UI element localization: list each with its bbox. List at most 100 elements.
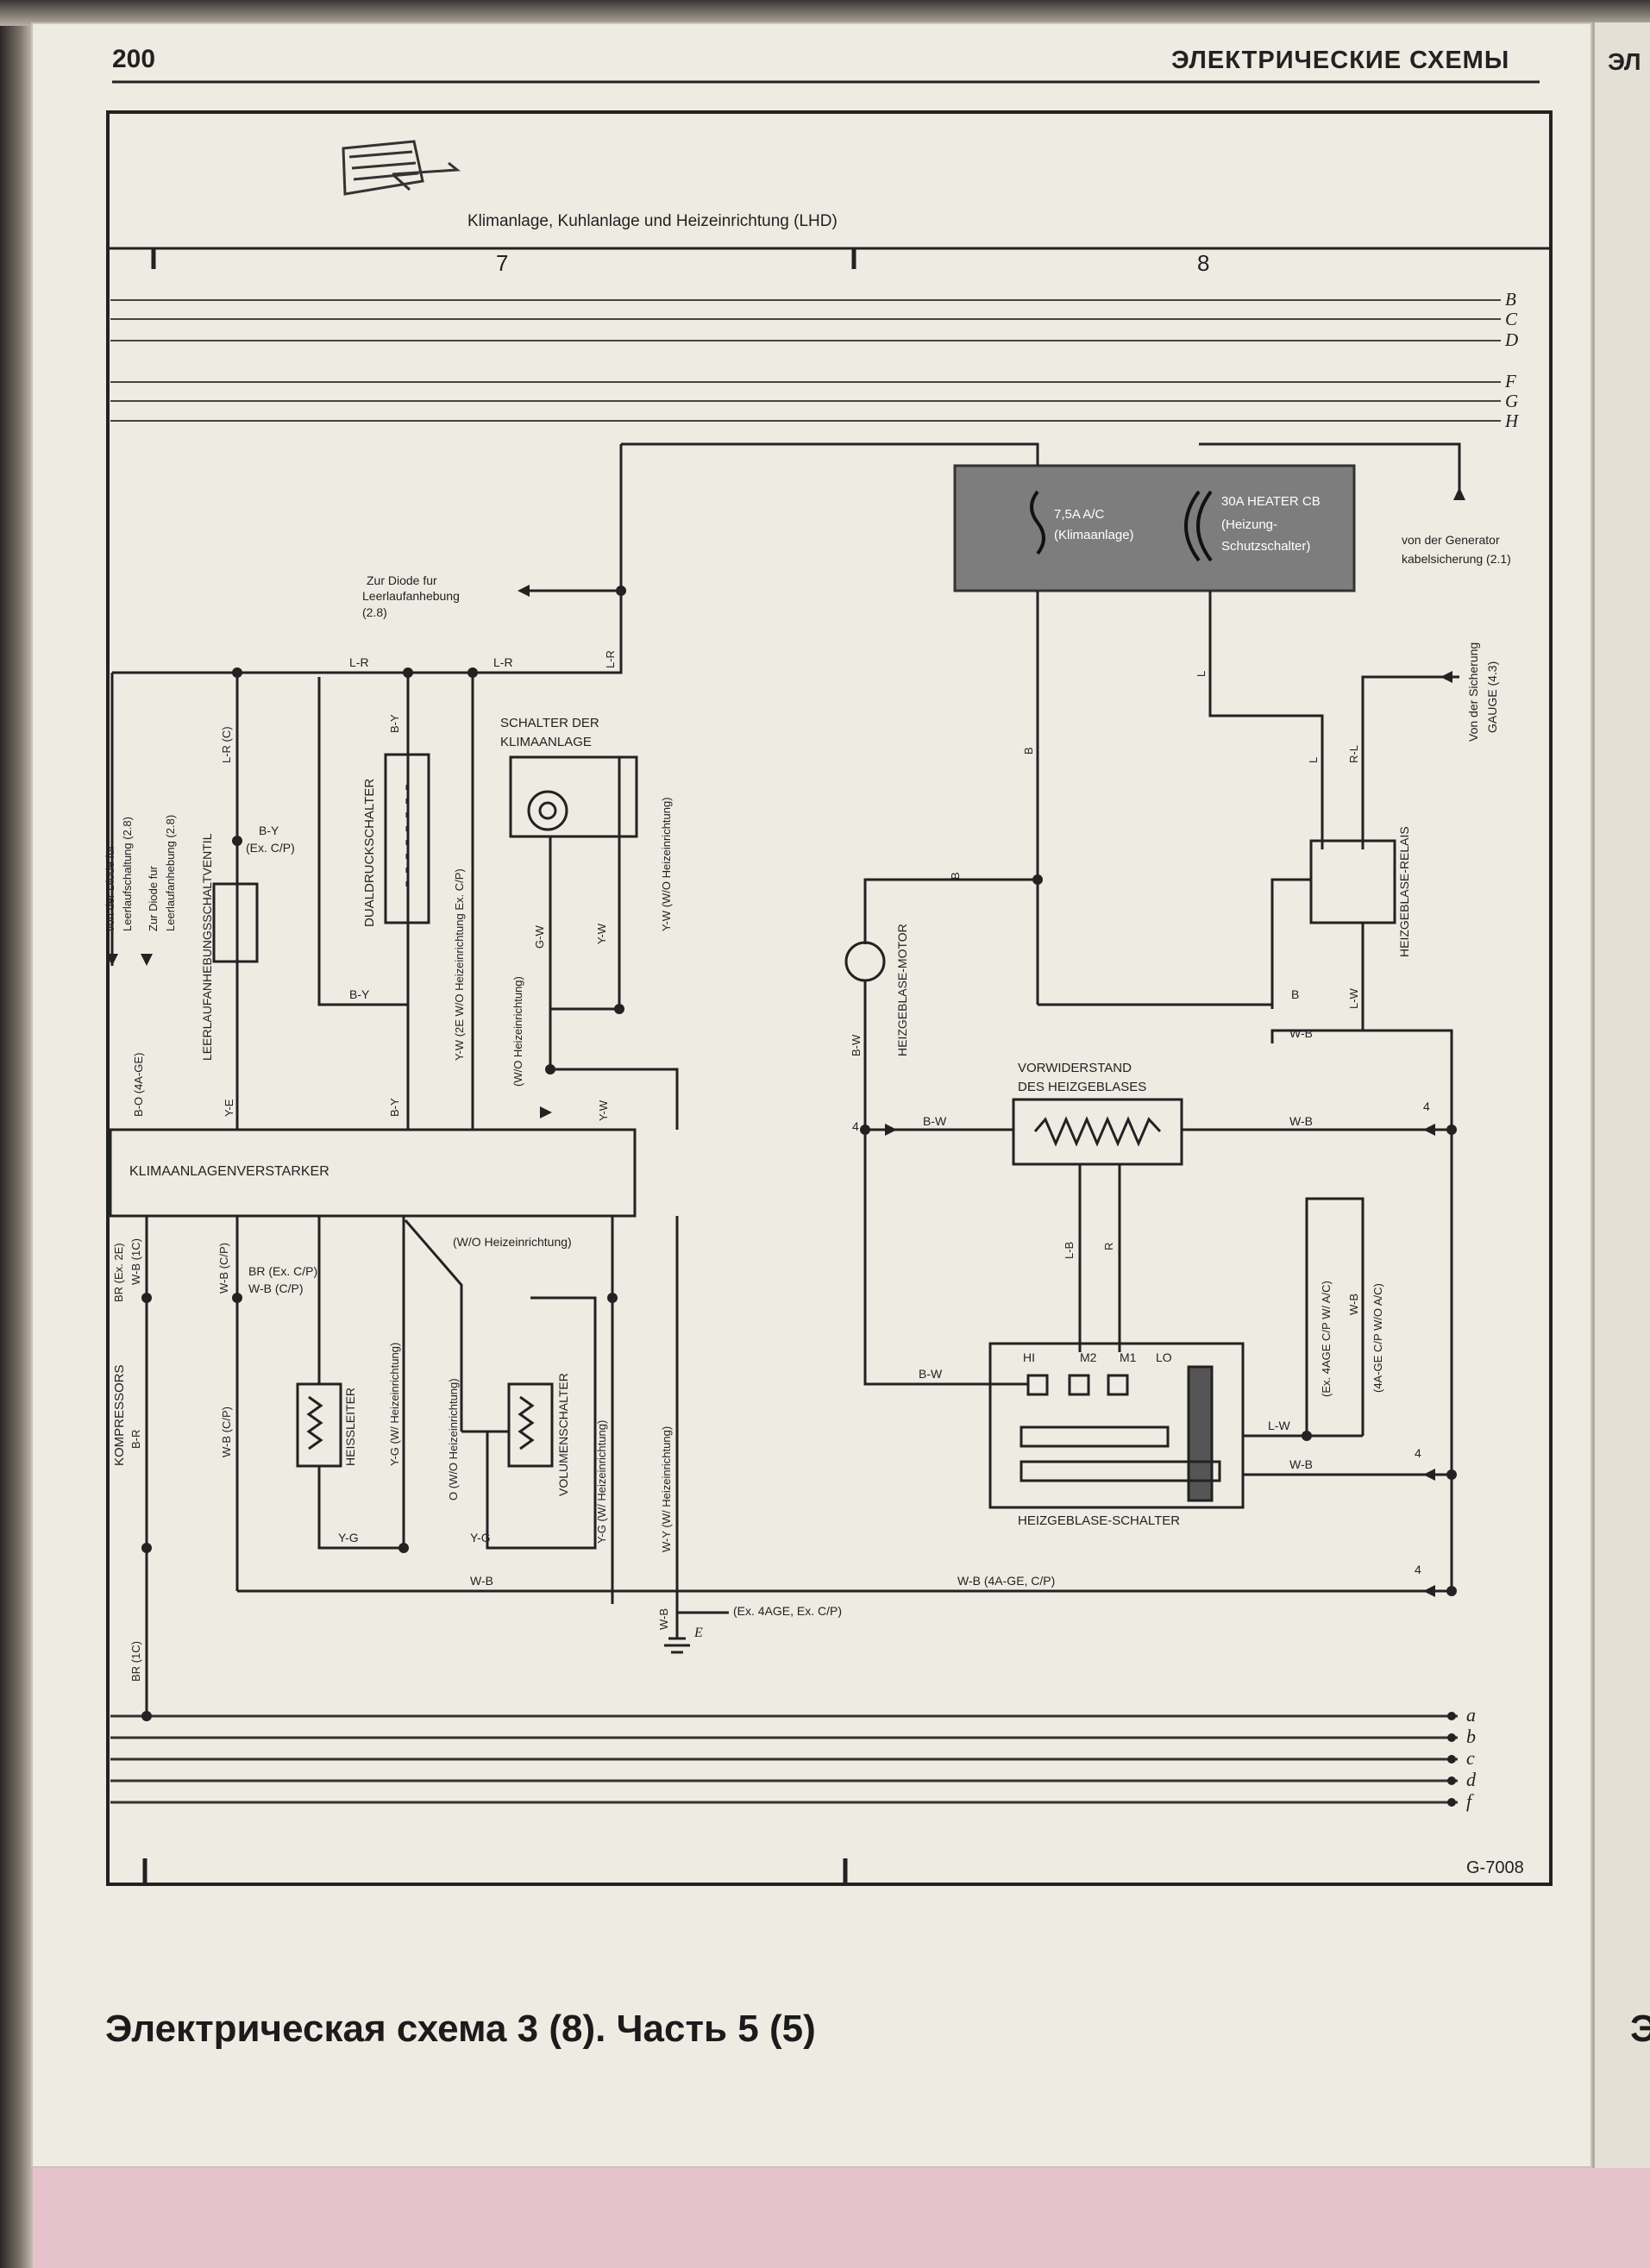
idle-diode-line1: Zur Diode fur	[367, 573, 437, 587]
from-generator-line1: von der Generator	[1402, 533, 1500, 547]
blower-motor-label: HEIZGEBLASE-MOTOR	[895, 924, 909, 1056]
wire-label: W-B (C/P)	[220, 1407, 233, 1457]
amplifier-label: KLIMAANLAGENVERSTARKER	[129, 1164, 329, 1179]
section-title: ЭЛЕКТРИЧЕСКИЕ СХЕМЫ	[1171, 47, 1510, 74]
idle-diode-line2: Leerlaufanhebung	[362, 589, 460, 603]
wire-label: Y-G	[470, 1531, 491, 1544]
bus-C: C	[1505, 309, 1518, 329]
next-page-header: ЭЛ	[1608, 48, 1641, 75]
ground-wire-label: W-B	[657, 1607, 670, 1630]
switch-pin-lo: LO	[1156, 1350, 1172, 1364]
fuse-75a-symbol	[1030, 490, 1045, 555]
wire-label: L-B	[1063, 1241, 1076, 1259]
wire-label: Y-G	[338, 1531, 359, 1544]
left-note-3: Leerlaufschaltung (2.8)	[121, 817, 134, 931]
bus-d: d	[1466, 1769, 1476, 1790]
dual-pressure-label: DUALDRUCKSCHALTER	[362, 778, 377, 927]
wire-label: B-Y	[388, 714, 401, 733]
from-gauge-line1: Von der Sicherung	[1466, 642, 1480, 742]
junction-dots	[141, 586, 1457, 1596]
wire-label: L	[1307, 756, 1320, 763]
left-note-2: Leerlaufanhebung (2.8)	[164, 814, 177, 931]
wire-label: W-B	[1289, 1114, 1313, 1128]
heat-sensor-label: HEISSLEITER	[343, 1387, 357, 1466]
diagram-ref-code: G-7008	[1466, 1858, 1524, 1877]
ground-note: (Ex. 4AGE, Ex. C/P)	[733, 1604, 843, 1618]
wire-label: W-B (C/P)	[248, 1281, 304, 1295]
idle-diode-line3: (2.8)	[362, 605, 387, 619]
blower-relay-label: HEIZGEBLASE-RELAIS	[1397, 826, 1411, 957]
wire-label: R	[1102, 1242, 1115, 1250]
wire-label: (4A-GE C/P W/O A/C)	[1371, 1283, 1384, 1393]
wire-label: BR (1C)	[129, 1641, 142, 1682]
diagram-title: Klimanlage, Kuhlanlage und Heizeinrichtu…	[467, 212, 838, 230]
wire-label: W-Y (W/ Heizeinrichtung)	[660, 1425, 673, 1552]
ex-cp-label: (Ex. C/P)	[246, 841, 295, 855]
wire-label: W-B (C/P)	[217, 1243, 230, 1294]
switch-pin-hi: HI	[1023, 1350, 1035, 1364]
wire-label: W-B	[470, 1574, 493, 1588]
wire-label: B	[949, 872, 962, 880]
cb-30a-line1: 30A HEATER CB	[1221, 494, 1321, 509]
bus-f: f	[1466, 1790, 1472, 1812]
wire-label: B-Y	[259, 824, 279, 837]
wire-label: W-B (1C)	[129, 1238, 142, 1285]
wire-label: B-R	[129, 1429, 142, 1449]
left-note-4: von der Diode fur	[104, 845, 116, 931]
next-page-edge	[1592, 22, 1650, 2168]
compressor-label: KOMPRESSORS	[112, 1364, 127, 1466]
wire-label: L-R	[493, 655, 513, 669]
wire-label: Y-E	[223, 1099, 235, 1117]
wire-label: B-W	[850, 1034, 863, 1056]
wire-label: BR (Ex. 2E)	[112, 1243, 125, 1302]
switch-pin-m1: M1	[1120, 1350, 1137, 1364]
wire-label: W-B	[1347, 1293, 1360, 1315]
bus-G: G	[1505, 391, 1519, 411]
bus-B: B	[1505, 289, 1516, 310]
resistor-line1: VORWIDERSTAND	[1018, 1061, 1132, 1075]
book-spine	[0, 0, 33, 2268]
fuse-box	[953, 464, 1356, 592]
wire-label: B-W	[923, 1114, 947, 1128]
wire-label: 4	[852, 1119, 859, 1133]
wire-label: W-B (4A-GE, C/P)	[957, 1574, 1056, 1588]
wire-label: Y-G (W/ Heizeinrichtung)	[595, 1419, 608, 1544]
cb-30a-symbol	[1184, 490, 1213, 562]
wire-label: L-W	[1347, 988, 1360, 1009]
wiring-paths	[109, 442, 1461, 1716]
book-page	[31, 22, 1592, 2168]
wire-label: 4	[1415, 1446, 1421, 1460]
wire-label: Y-W (2E W/O Heizeinrichtung Ex. C/P)	[453, 868, 466, 1061]
bus-D: D	[1505, 329, 1519, 350]
bottom-bus-lines	[110, 1714, 1458, 1804]
wire-label: L-R	[349, 655, 369, 669]
bus-c: c	[1466, 1747, 1475, 1769]
bus-F: F	[1505, 371, 1516, 392]
heater-switch-label: HEIZGEBLASE-SCHALTER	[1018, 1513, 1181, 1528]
cb-30a-line2: (Heizung-	[1221, 517, 1278, 532]
wire-label: Y-W (W/O Heizeinrichtung)	[660, 797, 673, 931]
wire-label: O (W/O Heizeinrichtung)	[447, 1378, 460, 1501]
wire-label: Y-W	[595, 923, 608, 944]
next-page-caption-fragment: Э	[1630, 2008, 1650, 2050]
wire-label: W-B	[1289, 1026, 1313, 1040]
wo-heater-label: (W/O Heizeinrichtung)	[453, 1235, 572, 1249]
sensor-zigzag	[306, 1395, 323, 1450]
wire-label: 4	[1415, 1563, 1421, 1576]
wire-label: Y-G (W/ Heizeinrichtung)	[388, 1342, 401, 1466]
fuse-75a-line2: (Klimaanlage)	[1054, 528, 1134, 542]
wire-label: B-Y	[349, 987, 370, 1001]
wire-label: (Ex. 4AGE C/P W/ A/C)	[1320, 1281, 1333, 1397]
wire-label: B-Y	[388, 1098, 401, 1117]
ac-switch-line2: KLIMAANLAGE	[500, 735, 592, 749]
left-note-1: Zur Diode fur	[147, 866, 160, 931]
from-gauge-line2: GAUGE (4.3)	[1485, 661, 1499, 733]
volume-switch-label: VOLUMENSCHALTER	[556, 1373, 570, 1496]
arrows	[106, 487, 1465, 1597]
wire-label: L-R (C)	[220, 726, 233, 763]
resistor-zigzag	[1033, 1116, 1162, 1147]
figure-caption: Электрическая схема 3 (8). Часть 5 (5)	[105, 2008, 816, 2050]
ac-switch-line1: SCHALTER DER	[500, 716, 599, 730]
